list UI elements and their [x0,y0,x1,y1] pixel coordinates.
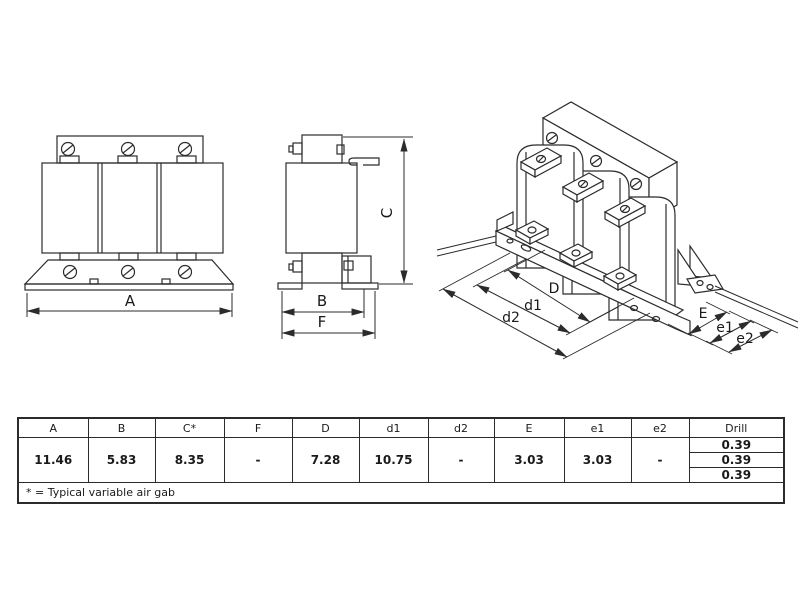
dim-label-e2: e2 [736,331,754,347]
dimension-e: E [688,306,728,335]
iso-base-tab [558,243,594,269]
value-e1: 3.03 [563,437,632,483]
dimension-e2: e2 [728,329,773,353]
dim-label-e: E [699,306,708,322]
col-header-e1: e1 [563,417,632,438]
table-value-row: 11.46 5.83 8.35 - 7.28 10.75 - 3.03 3.03… [17,437,785,483]
iso-screw-icon [545,131,643,191]
col-header-b: B [87,417,156,438]
dimension-c: C [343,136,413,285]
value-d2: - [427,437,495,483]
col-header-c: C* [154,417,225,438]
drill-value-2: 0.39 [688,467,785,483]
table-footnote-row: * = Typical variable air gab [17,482,785,504]
col-header-d2: d2 [427,417,495,438]
dimension-a: A [26,292,233,317]
dimension-f: F [281,291,376,339]
dim-label-a: A [125,292,136,310]
coil-body [41,162,224,254]
dim-label-d: D [549,281,560,297]
mounting-hook [348,157,380,166]
coil-side [285,162,358,254]
side-view [277,134,380,290]
col-header-d: D [291,417,360,438]
value-e2: - [630,437,690,483]
col-header-e: E [493,417,565,438]
dimension-table: A B C* F D d1 d2 E e1 e2 Drill 11.46 5.8… [17,417,785,504]
iso-base-tab [514,220,550,246]
dim-label-d2: d2 [502,310,520,326]
table-drill-row: 0.39 [18,467,785,483]
front-view [23,135,235,291]
dim-label-c: C [378,208,396,218]
technical-drawing: A C B F [23,101,799,360]
iso-dimensions-right: E e1 e2 [667,301,779,355]
base-plate [23,259,235,285]
iso-terminal-lug [561,172,605,204]
terminal-screw-icon [60,141,193,157]
bottom-core-block [301,252,343,284]
iso-dimensions-left: D d1 d2 [438,249,651,360]
footnote: * = Typical variable air gab [17,482,785,504]
table-drill-row: 0.39 [18,452,785,468]
value-e: 3.03 [493,437,565,483]
value-a: 11.46 [17,437,89,483]
dimension-d2: d2 [442,288,568,358]
value-b: 5.83 [87,437,156,483]
iso-rail-lines [714,285,799,329]
top-core-block [301,134,343,164]
col-header-e2: e2 [630,417,690,438]
col-header-a: A [17,417,89,438]
iso-terminal-lug [519,147,563,179]
iso-foot-bracket [677,244,724,294]
value-d1: 10.75 [358,437,429,483]
value-f: - [223,437,293,483]
col-header-drill: Drill [688,417,785,438]
dim-label-f: F [318,313,327,331]
iso-view [436,101,799,336]
table-header-row: A B C* F D d1 d2 E e1 e2 Drill [17,417,785,438]
dim-label-b: B [317,292,327,310]
dim-label-d1: d1 [524,298,542,314]
iso-terminal-lug [603,197,647,229]
value-d: 7.28 [291,437,360,483]
iso-base-tab [602,266,638,292]
drill-value-0: 0.39 [688,437,785,453]
dim-label-e1: e1 [716,320,734,336]
iso-rail-lines-left [436,235,497,257]
base-screw-icon [62,264,193,280]
col-header-f: F [223,417,293,438]
value-c: 8.35 [154,437,225,483]
col-header-d1: d1 [358,417,429,438]
drill-value-1: 0.39 [688,452,785,468]
